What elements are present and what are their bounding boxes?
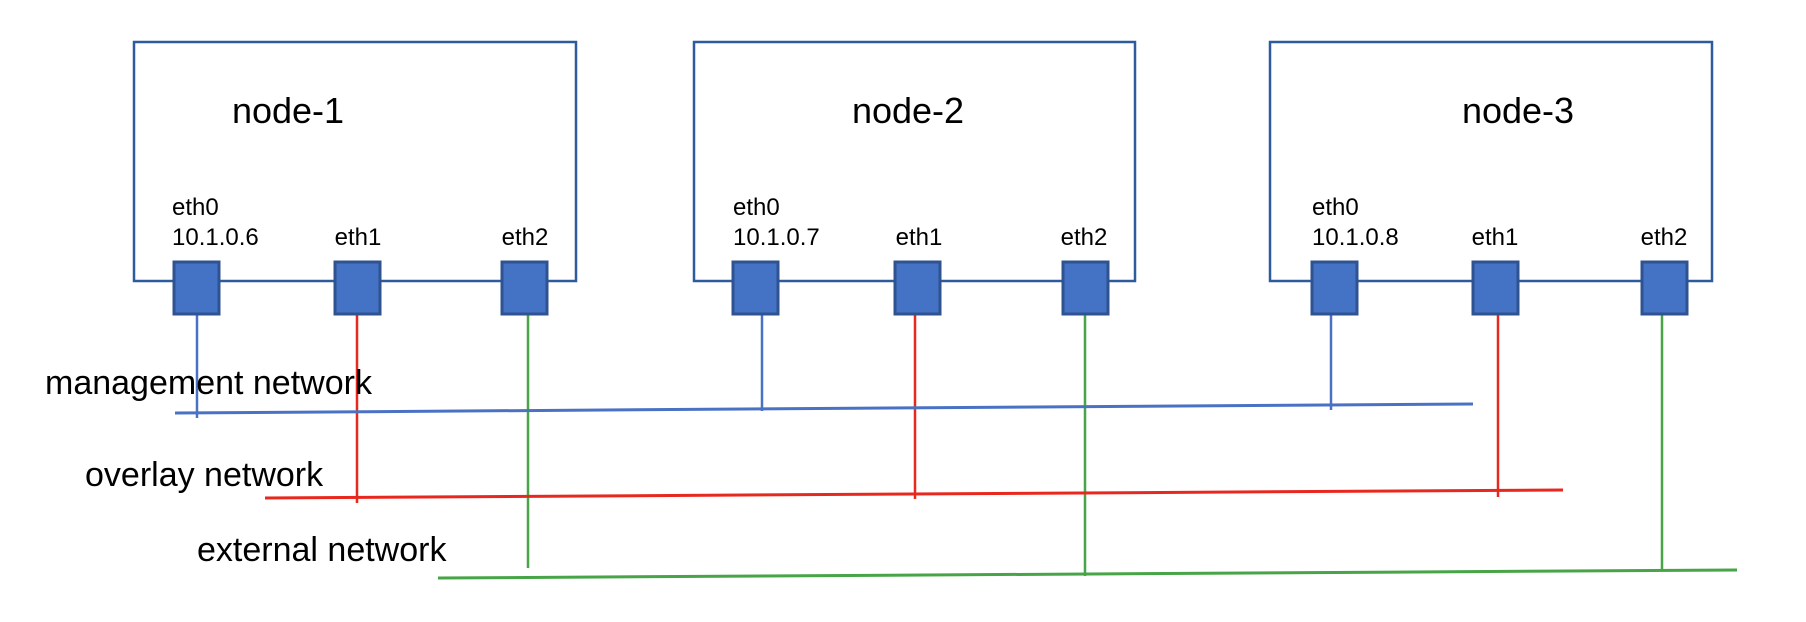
node-2-eth0-label: eth0 xyxy=(733,194,780,221)
node-3-eth0-ip: 10.1.0.8 xyxy=(1312,224,1399,251)
node-3: node-3 eth0 10.1.0.8 eth1 eth2 xyxy=(1268,40,1714,569)
node-1-eth0-label: eth0 xyxy=(172,194,219,221)
node-3-title: node-3 xyxy=(1462,90,1574,131)
node-1: node-1 eth0 10.1.0.6 eth1 eth2 xyxy=(132,40,578,568)
node-3-eth0-label: eth0 xyxy=(1312,194,1359,221)
node-3-eth1-port xyxy=(1471,260,1520,316)
node-3-eth2-label: eth2 xyxy=(1641,224,1688,251)
node-1-eth2-port xyxy=(500,260,549,316)
node-3-eth2-port xyxy=(1640,260,1689,316)
management-network-label: management network xyxy=(45,364,373,402)
node-2-eth2-label: eth2 xyxy=(1061,224,1108,251)
node-2-title: node-2 xyxy=(852,90,964,131)
node-2-eth0-port xyxy=(731,260,780,316)
node-2: node-2 eth0 10.1.0.7 eth1 eth2 xyxy=(692,40,1137,576)
external-network-label: external network xyxy=(197,531,447,569)
node-1-eth0-ip: 10.1.0.6 xyxy=(172,224,259,251)
node-1-eth1-label: eth1 xyxy=(335,224,382,251)
node-2-eth0-ip: 10.1.0.7 xyxy=(733,224,820,251)
node-1-eth0-port xyxy=(172,260,221,316)
management-network-line xyxy=(174,402,1474,415)
node-2-eth1-port xyxy=(893,260,942,316)
node-1-eth2-label: eth2 xyxy=(502,224,549,251)
overlay-network-label: overlay network xyxy=(85,456,324,494)
node-2-eth1-label: eth1 xyxy=(896,224,943,251)
network-buses: management network overlay network exter… xyxy=(45,364,1738,580)
node-3-eth1-label: eth1 xyxy=(1472,224,1519,251)
node-1-title: node-1 xyxy=(232,90,344,131)
node-1-eth1-port xyxy=(333,260,382,316)
overlay-network-line xyxy=(264,488,1564,500)
external-network-line xyxy=(437,568,1738,580)
node-2-eth2-port xyxy=(1061,260,1110,316)
node-3-eth0-port xyxy=(1310,260,1359,316)
